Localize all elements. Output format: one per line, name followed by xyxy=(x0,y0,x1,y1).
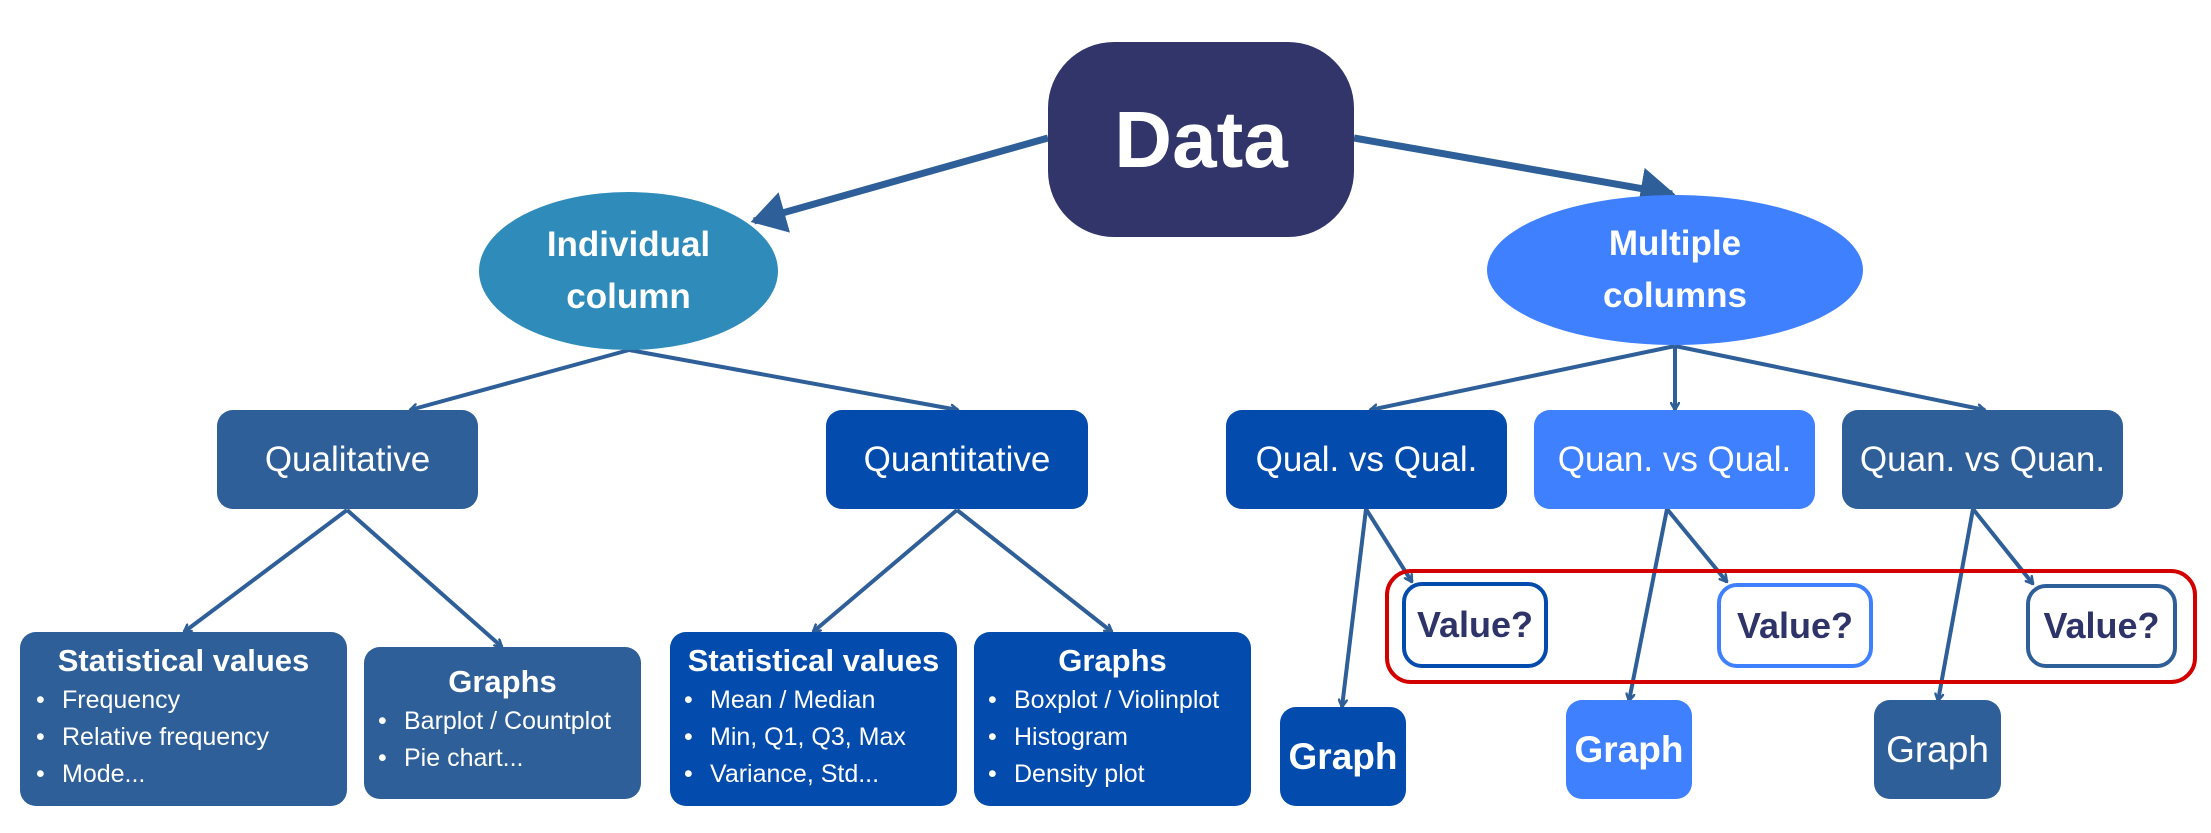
list-item: • Barplot / Countplot xyxy=(378,703,641,740)
bullet-list: • Boxplot / Violinplot • Histogram • Densit… xyxy=(974,682,1251,793)
graph-label: Graph xyxy=(1574,728,1684,770)
multiple-columns-label-line2: columns xyxy=(1603,276,1747,315)
individual-column-label-line2: column xyxy=(566,277,691,316)
list-item-text: Pie chart... xyxy=(404,744,524,772)
graph-label: Graph xyxy=(1886,728,1989,770)
quan-vs-quan-node: Quan. vs Quan. xyxy=(1842,410,2123,509)
arrow-qualitative-to-graphs xyxy=(345,508,504,649)
qual-vs-qual-graph-box: Graph xyxy=(1280,707,1406,806)
arrow-data-to-multiple xyxy=(1353,134,1676,210)
individual-column-label-line1: Individual xyxy=(546,225,711,264)
value-label: Value? xyxy=(1736,604,1854,646)
bullet-icon: • xyxy=(36,723,45,751)
qual-vs-qual-label: Qual. vs Qual. xyxy=(1255,439,1478,479)
list-item-text: Mode... xyxy=(62,760,146,788)
value-label: Value? xyxy=(1416,604,1534,645)
card-title: Graphs xyxy=(448,664,557,699)
bullet-icon: • xyxy=(988,723,997,751)
bullet-icon: • xyxy=(36,760,45,788)
list-item-text: Frequency xyxy=(62,686,181,714)
card-title: Statistical values xyxy=(57,643,310,678)
graph-label: Graph xyxy=(1288,735,1398,777)
list-item: • Histogram xyxy=(988,719,1251,756)
root-node-data: Data xyxy=(1048,42,1354,237)
list-item-text: Relative frequency xyxy=(62,723,270,751)
multiple-columns-label-line1: Multiple xyxy=(1608,224,1742,263)
arrow-data-to-individual xyxy=(750,134,1049,233)
quan-vs-quan-graph-box: Graph xyxy=(1874,700,2001,799)
arrow-qualqual-to-graph xyxy=(1342,508,1368,707)
bullet-icon: • xyxy=(684,723,693,751)
quantitative-label: Quantitative xyxy=(863,439,1051,479)
value-highlight-frame xyxy=(1385,569,2197,684)
qualitative-statistical-values-card: Statistical values • Frequency • Relative … xyxy=(20,632,347,806)
list-item: • Pie chart... xyxy=(378,740,641,777)
quan-vs-quan-value-box: Value? xyxy=(2026,584,2177,668)
quantitative-statistical-values-card: Statistical values • Mean / Median • Min, … xyxy=(670,632,957,806)
list-item-text: Variance, Std... xyxy=(710,760,880,788)
arrow-quanqual-to-graph xyxy=(1629,508,1669,701)
quan-vs-qual-node: Quan. vs Qual. xyxy=(1534,410,1815,509)
arrow-quantitative-to-stats xyxy=(811,508,959,634)
root-label: Data xyxy=(1114,94,1288,184)
card-title: Statistical values xyxy=(687,643,940,678)
list-item: • Density plot xyxy=(988,756,1251,793)
arrow-quanquan-to-graph xyxy=(1938,508,1975,701)
bullet-icon: • xyxy=(378,707,387,735)
arrow-quantitative-to-graphs xyxy=(955,508,1112,634)
list-item-text: Density plot xyxy=(1014,760,1145,788)
bullet-list: • Frequency • Relative frequency • Mode... xyxy=(20,682,347,793)
bullet-list: • Barplot / Countplot • Pie chart... xyxy=(364,703,641,777)
list-item: • Relative frequency xyxy=(36,719,347,756)
multiple-columns-node: Multiple columns xyxy=(1487,195,1863,345)
list-item: • Mode... xyxy=(36,756,347,793)
individual-column-node: Individual column xyxy=(479,192,778,350)
list-item: • Mean / Median xyxy=(684,682,957,719)
list-item-text: Mean / Median xyxy=(710,686,876,714)
card-title: Graphs xyxy=(1058,643,1167,678)
quan-vs-qual-value-box: Value? xyxy=(1717,583,1873,668)
qual-vs-qual-node: Qual. vs Qual. xyxy=(1226,410,1507,509)
bullet-icon: • xyxy=(684,686,693,714)
list-item-text: Barplot / Countplot xyxy=(404,707,612,735)
arrow-multiple-to-quanquan xyxy=(1674,344,1985,410)
list-item: • Frequency xyxy=(36,682,347,719)
list-item-text: Histogram xyxy=(1014,723,1128,751)
arrow-individual-to-qualitative xyxy=(410,348,630,410)
qualitative-graphs-card: Graphs • Barplot / Countplot • Pie chart..… xyxy=(364,647,641,799)
bullet-icon: • xyxy=(988,686,997,714)
quantitative-node: Quantitative xyxy=(826,410,1088,509)
list-item: • Min, Q1, Q3, Max xyxy=(684,719,957,756)
bullet-icon: • xyxy=(988,760,997,788)
bullet-list: • Mean / Median • Min, Q1, Q3, Max • Varian… xyxy=(670,682,957,793)
bullet-icon: • xyxy=(36,686,45,714)
bullet-icon: • xyxy=(378,744,387,772)
list-item-text: Boxplot / Violinplot xyxy=(1014,686,1220,714)
quan-vs-quan-label: Quan. vs Quan. xyxy=(1859,439,2106,479)
list-item-text: Min, Q1, Q3, Max xyxy=(710,723,906,751)
quan-vs-qual-graph-box: Graph xyxy=(1566,700,1692,799)
list-item: • Boxplot / Violinplot xyxy=(988,682,1251,719)
bullet-icon: • xyxy=(684,760,693,788)
list-item: • Variance, Std... xyxy=(684,756,957,793)
arrow-qualitative-to-stats xyxy=(184,508,349,634)
qual-vs-qual-value-box: Value? xyxy=(1402,582,1548,668)
arrow-multiple-to-qualqual xyxy=(1370,344,1676,410)
qualitative-label: Qualitative xyxy=(264,439,431,479)
arrow-individual-to-quantitative xyxy=(628,348,958,410)
qualitative-node: Qualitative xyxy=(217,410,478,509)
quan-vs-qual-label: Quan. vs Qual. xyxy=(1557,439,1792,479)
quantitative-graphs-card: Graphs • Boxplot / Violinplot • Histogram … xyxy=(974,632,1251,806)
value-label: Value? xyxy=(2043,605,2160,646)
